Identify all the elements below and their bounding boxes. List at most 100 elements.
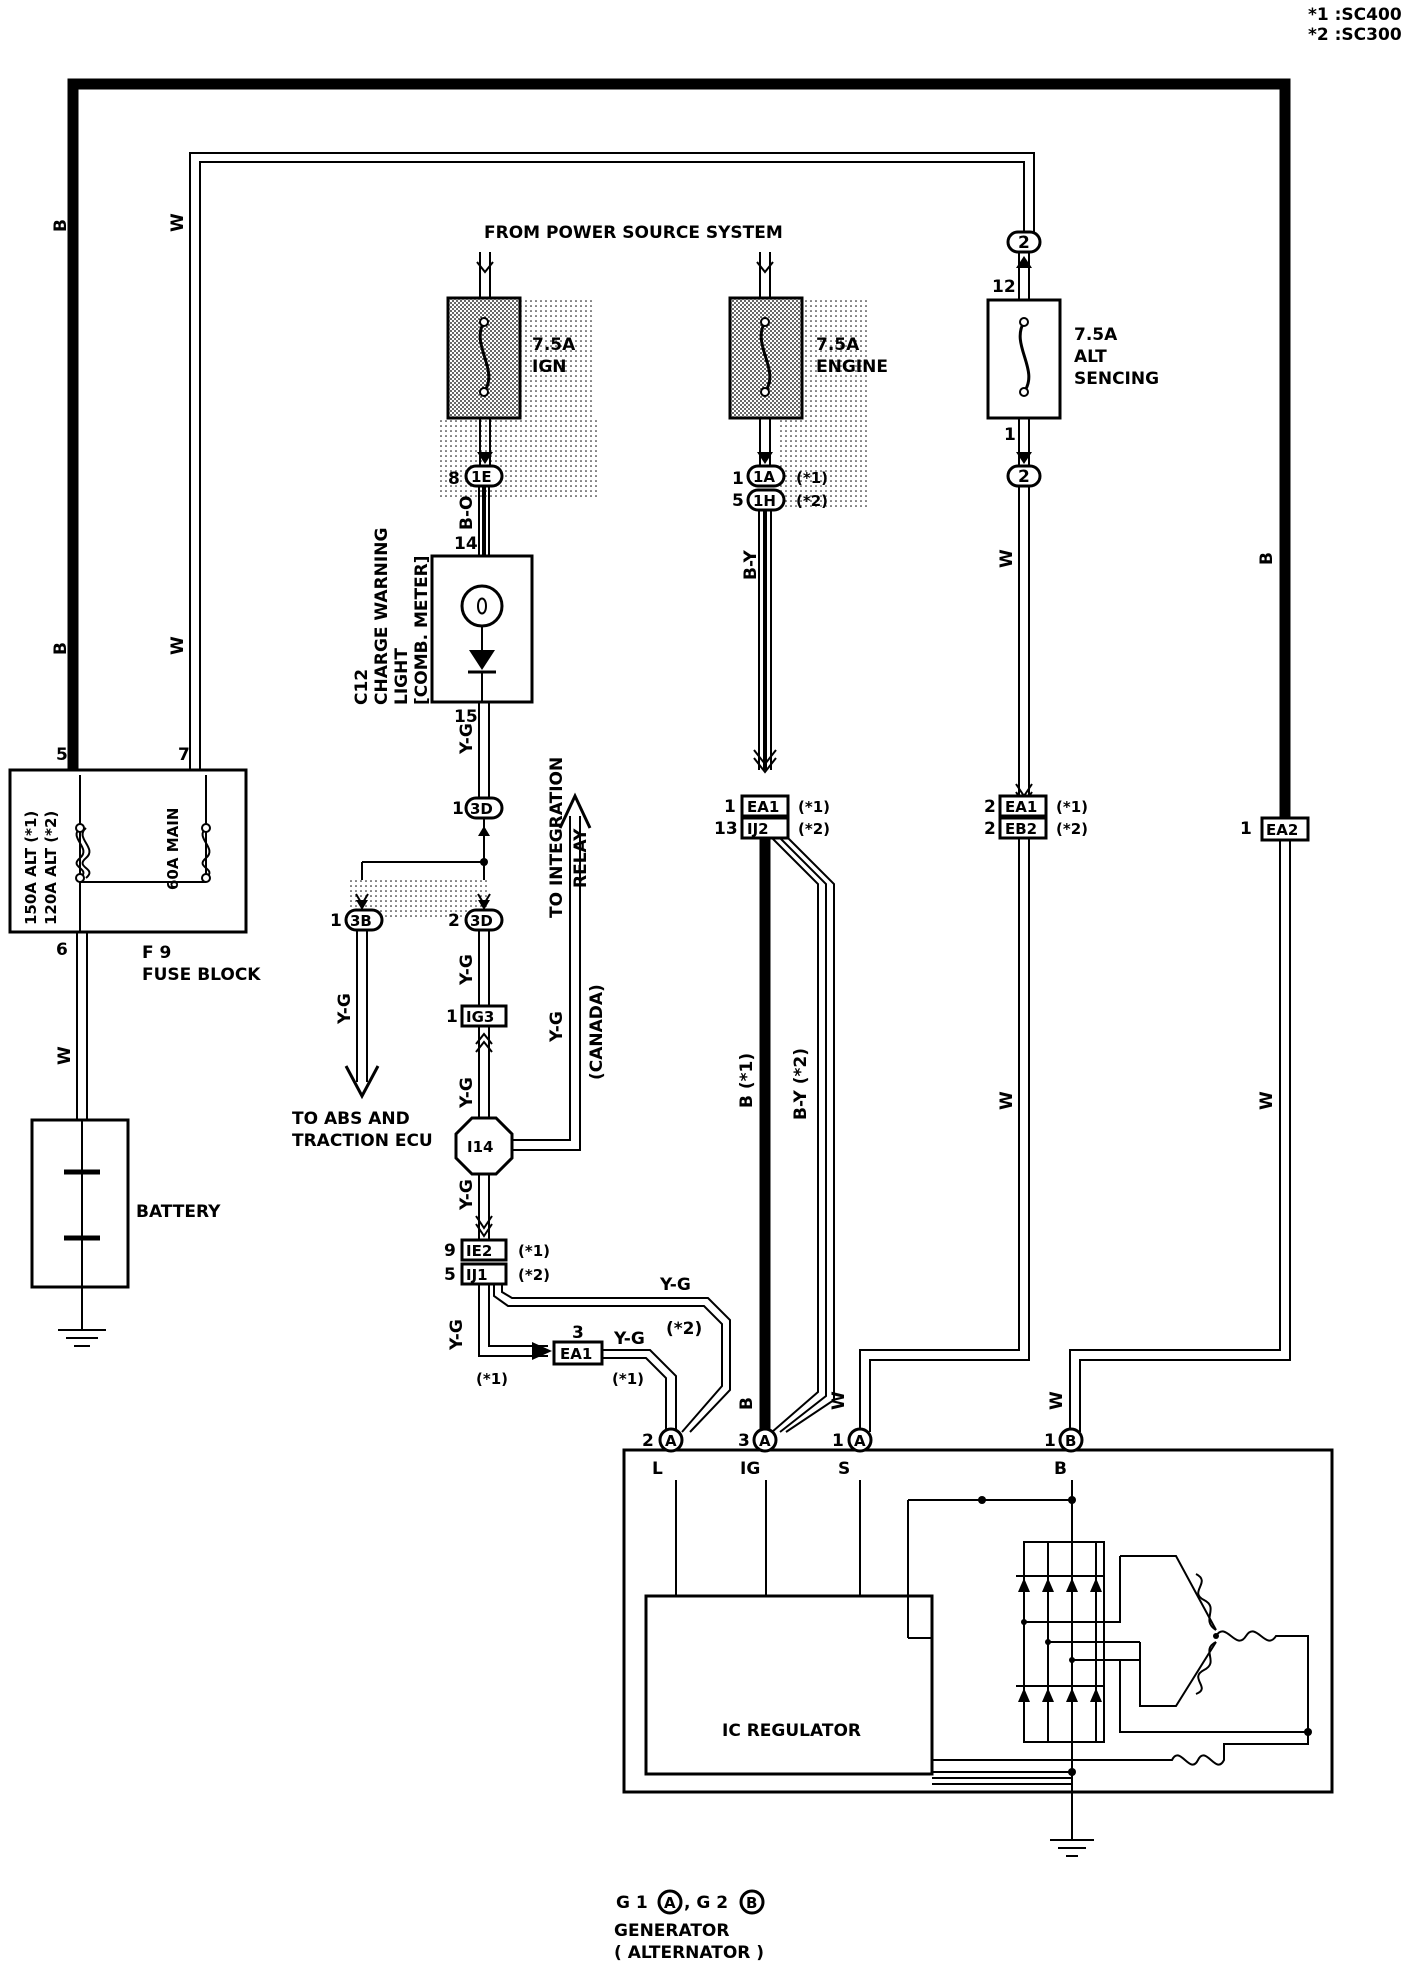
wire-color-yg-2: Y-G [457, 954, 477, 986]
fuse-block-name: FUSE BLOCK [142, 965, 261, 985]
w-sense-wire-inner [199, 161, 1025, 770]
charge-light-line3: [COMB. METER] [412, 555, 432, 705]
main-b-wire [67, 78, 1291, 832]
conn-3D-a-pin: 1 [452, 799, 464, 819]
gen-code-g2-conn: B [746, 1894, 757, 1912]
conn-EA1-c-pin: 3 [572, 1323, 584, 1343]
fuse-ign-name: IGN [532, 357, 567, 377]
connector-1H-note: (*2) [796, 492, 828, 510]
charge-light-line1: CHARGE WARNING [372, 528, 392, 705]
fuse-main-60: 60A MAIN [164, 808, 182, 890]
wire-color-yg-canada: Y-G [547, 1011, 567, 1043]
connector-EB2 [998, 816, 1048, 840]
fuse-alt-amp: 7.5A [1074, 325, 1118, 345]
wire-color-bo: B-O [457, 496, 477, 530]
connector-EA1-b-note: (*1) [1056, 798, 1088, 816]
fuse-block-pin-7: 7 [178, 745, 190, 765]
wire-color-yg-6: Y-G [613, 1329, 645, 1349]
wire-color-yg-3: Y-G [457, 1077, 477, 1109]
ea1-note-right: (*1) [612, 1370, 644, 1388]
alt-fuse-pin-12: 12 [992, 277, 1016, 297]
wire-color-w-battery: W [55, 1046, 75, 1065]
gen-pin-S-num: 1 [832, 1431, 844, 1451]
integration-label-2: RELAY [571, 828, 591, 888]
battery-ground-icon [58, 1329, 106, 1347]
wire-color-w-b: W [1257, 1091, 1277, 1110]
abs-label-2: TRACTION ECU [292, 1131, 433, 1151]
connector-IE2 [460, 1238, 508, 1262]
connector-EA2 [1260, 816, 1310, 842]
connector-3B [344, 908, 384, 932]
connector-IG3 [460, 1004, 508, 1028]
stator-coil-icon [1104, 1555, 1309, 1733]
wire-color-w-top: W [168, 213, 188, 232]
gen-pin-S-term: S [838, 1459, 850, 1479]
connector-EA1-c-label: EA1 [560, 1345, 592, 1363]
wire-color-by: B-Y [741, 549, 761, 580]
fuse-ign-amp: 7.5A [532, 335, 576, 355]
connector-3D-b-label: 3D [470, 912, 493, 930]
connector-IG3-label: IG3 [466, 1008, 494, 1026]
lamp-icon [460, 584, 504, 628]
connector-3D-b [464, 908, 504, 932]
fuse-alt-150: 150A ALT (*1) [22, 811, 40, 925]
conn-EA2-pin: 1 [1240, 819, 1252, 839]
connector-1A-note: (*1) [796, 469, 828, 487]
connector-3D-a-label: 3D [470, 800, 493, 818]
connector-1A [746, 464, 786, 488]
gen-pin-S-conn: A [854, 1432, 866, 1450]
fuse-block-pin-6: 6 [56, 940, 68, 960]
connector-IE2-label: IE2 [466, 1242, 492, 1260]
fuse-engine-name: ENGINE [816, 357, 888, 377]
conn-1E-pin: 8 [448, 469, 460, 489]
gen-code-g1: G 1 [616, 1893, 648, 1913]
gen-pin-IG-conn: A [759, 1432, 771, 1450]
connector-1H-label: 1H [753, 492, 776, 510]
wire-color-yg-abs: Y-G [335, 993, 355, 1025]
legend-sc300: *2 :SC300 [1308, 25, 1402, 45]
abs-label-1: TO ABS AND [292, 1109, 410, 1129]
gen-code-g2: , G 2 [684, 1893, 728, 1913]
wire-color-yg-5: Y-G [447, 1319, 467, 1351]
conn-IJ1-pin: 5 [444, 1265, 456, 1285]
conn-3B-pin: 1 [330, 911, 342, 931]
conn-EB2-pin: 2 [984, 819, 996, 839]
w-sense-wire-outer [189, 152, 1035, 770]
wire-color-yg-1: Y-G [457, 723, 477, 755]
gen-pin-B-num: 1 [1044, 1431, 1056, 1451]
connector-1E-label: 1E [471, 468, 492, 486]
connector-EA1-a-note: (*1) [798, 798, 830, 816]
fuse-block-id: F 9 [142, 943, 171, 963]
gen-code-g2-connector [739, 1889, 765, 1915]
gen-code-g1-connector [657, 1889, 683, 1915]
connector-EA1-b [998, 794, 1048, 818]
connector-EA1-b-label: EA1 [1005, 798, 1037, 816]
main-fusible-link [201, 827, 211, 879]
fuse-engine-amp: 7.5A [816, 335, 860, 355]
connector-EB2-label: EB2 [1005, 820, 1037, 838]
connector-EA1-c [552, 1340, 604, 1366]
conn-1H-pin: 5 [732, 491, 744, 511]
wire-color-yg-7: Y-G [659, 1275, 691, 1295]
gen-pin-IG-connector [752, 1427, 778, 1453]
charge-light-pin-out: 15 [454, 707, 478, 727]
conn-1A-pin: 1 [732, 469, 744, 489]
gen-pin-S-connector [847, 1427, 873, 1453]
connector-IJ2-label: IJ2 [747, 820, 769, 838]
conn-IE2-pin: 9 [444, 1241, 456, 1261]
connector-1A-label: 1A [753, 468, 775, 486]
fuse-alt-120: 120A ALT (*2) [42, 811, 60, 925]
generator-name: GENERATOR [614, 1921, 729, 1941]
charge-light-pin-in: 14 [454, 534, 478, 554]
yg-star2-note: (*2) [666, 1319, 702, 1339]
wire-color-w-bterm: W [1047, 1391, 1067, 1410]
fuse-block-pin-5: 5 [56, 745, 68, 765]
charge-light-id: C12 [352, 669, 372, 705]
junction-I14 [454, 1116, 514, 1176]
connector-2-bottom [1006, 464, 1042, 488]
gen-pin-L-connector [658, 1427, 684, 1453]
connector-2-top-label: 2 [1018, 233, 1030, 253]
conn-3D-b-pin: 2 [448, 911, 460, 931]
diode-icon [469, 650, 495, 670]
